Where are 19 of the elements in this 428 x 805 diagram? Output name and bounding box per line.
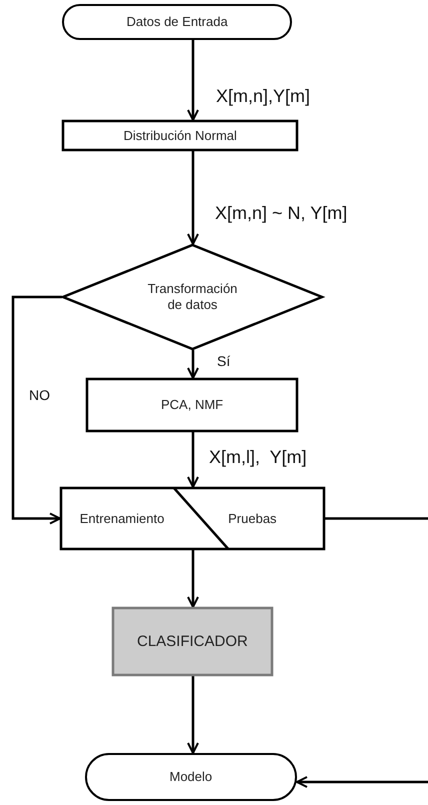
arrow — [187, 151, 199, 245]
arrow — [187, 350, 199, 379]
process-label: CLASIFICADOR — [137, 634, 248, 650]
edge-label: X[m,l], Y[m] — [208, 447, 308, 467]
arrow — [12, 296, 62, 524]
terminal-label: Modelo — [170, 769, 212, 785]
arrow — [187, 550, 199, 608]
arrow — [187, 432, 199, 488]
arrow — [187, 676, 199, 754]
terminal-label: Datos de Entrada — [126, 14, 228, 30]
process-label: Entrenamiento — [80, 510, 164, 526]
arrow — [296, 776, 428, 788]
edge-label: X[m,n] ~ N, Y[m] — [214, 203, 348, 223]
process-label: Distribución Normal — [124, 128, 237, 144]
process-label: PCA, NMF — [161, 397, 224, 413]
process-label: Pruebas — [228, 510, 277, 526]
arrow — [187, 40, 199, 121]
decision-label: Transformación de datos — [146, 281, 238, 313]
edge-label: X[m,n],Y[m] — [215, 86, 312, 106]
